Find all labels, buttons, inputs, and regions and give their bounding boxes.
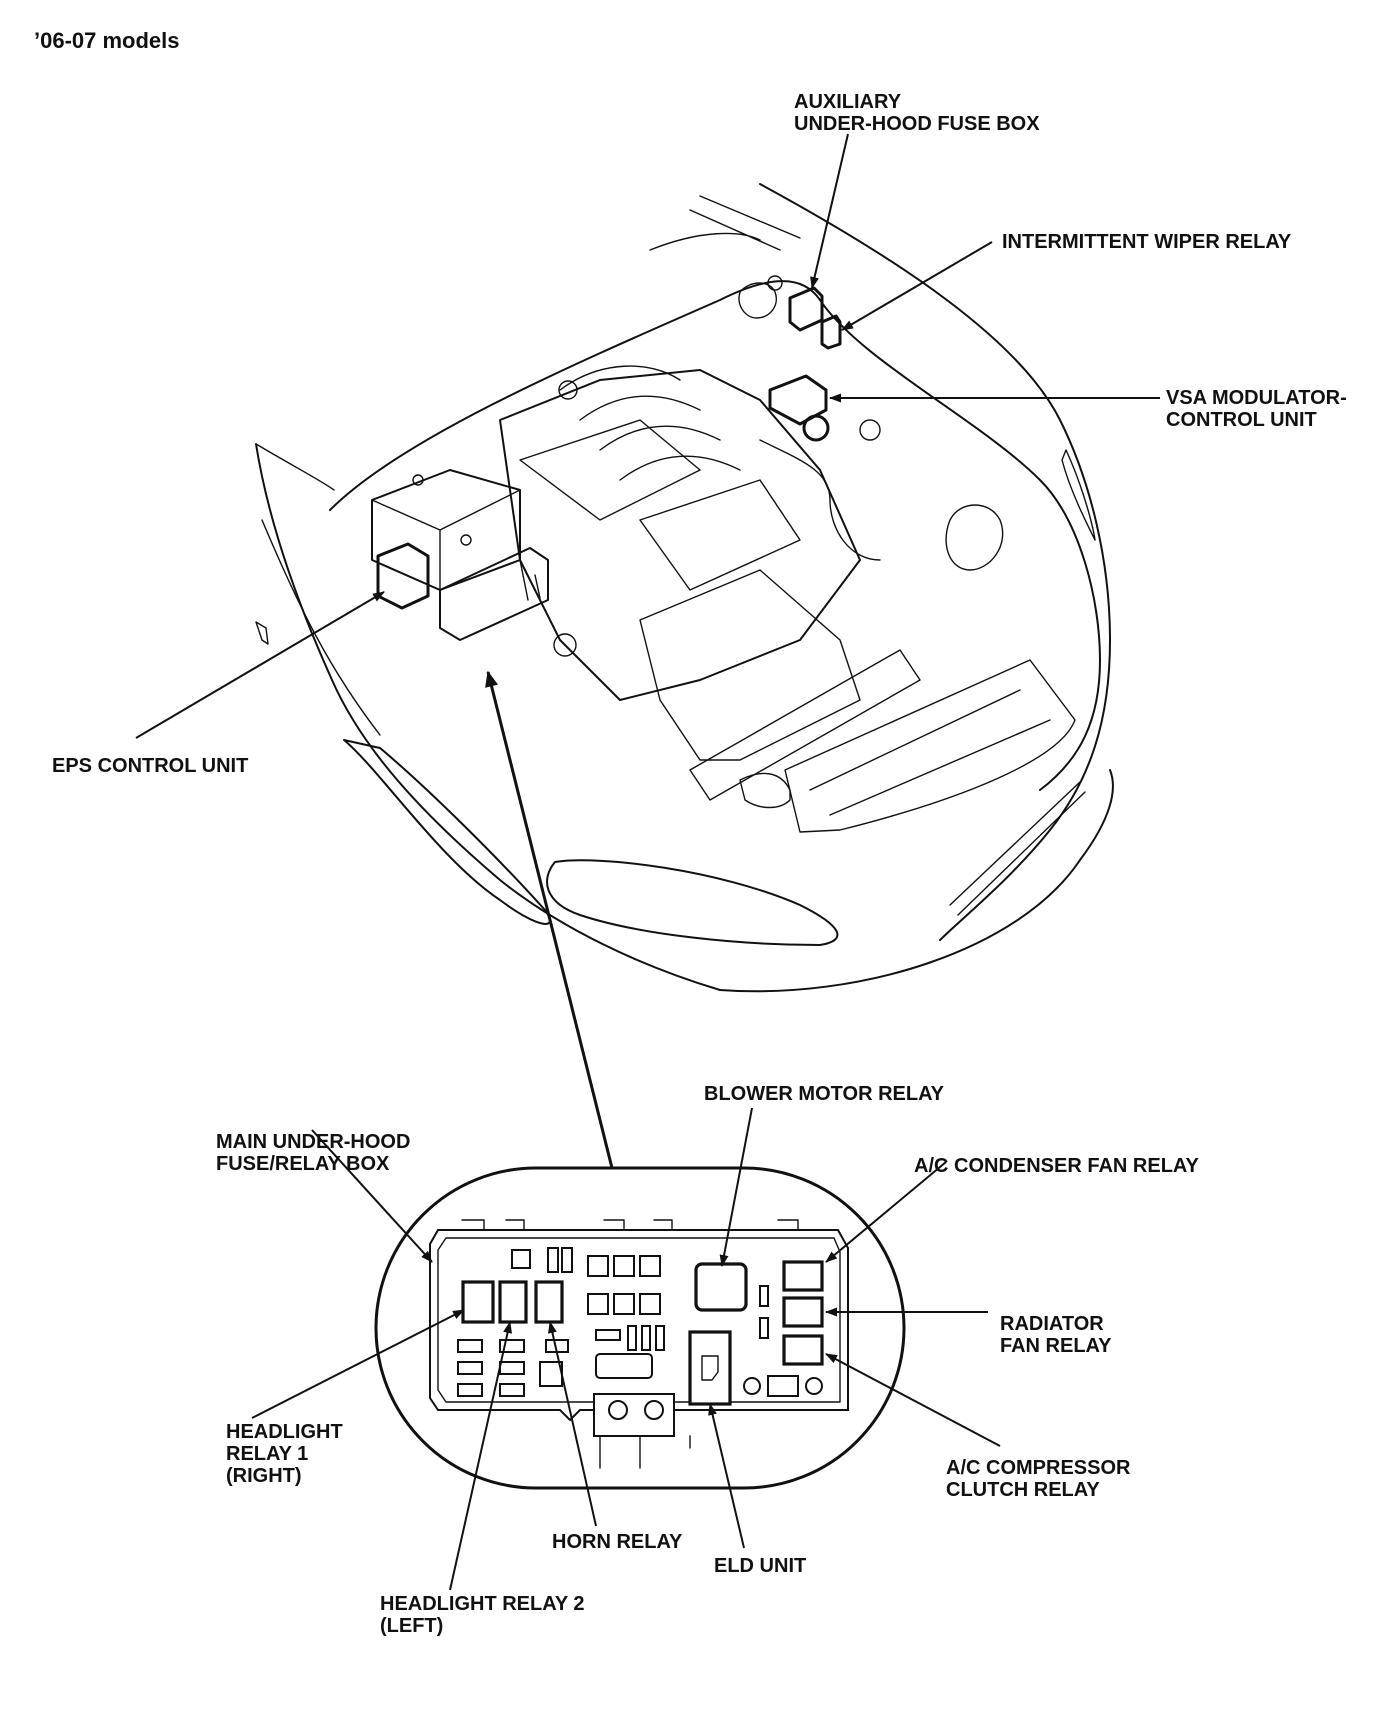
ac-compressor-leader xyxy=(825,1353,1001,1447)
label-eld: ELD UNIT xyxy=(714,1555,806,1577)
battery-top xyxy=(371,489,521,591)
ac-condenser-leader xyxy=(825,1161,947,1263)
eps-leader xyxy=(135,591,385,739)
engine-bay-rim xyxy=(329,280,1101,791)
detail-inset-frame xyxy=(374,1166,906,1490)
left-fender-outline xyxy=(255,443,721,991)
eps-control-unit-shape xyxy=(376,542,430,610)
ac-condenser-fan-relay xyxy=(782,1260,824,1292)
bottom-connector xyxy=(743,1375,823,1397)
right-headlamp-outline xyxy=(546,859,839,946)
horn-leader xyxy=(548,1321,597,1527)
eld-leader xyxy=(708,1403,745,1549)
right-fender-edge-trim xyxy=(949,781,1086,916)
coolant-hose xyxy=(759,439,881,561)
headlight1-leader xyxy=(251,1309,465,1419)
main-box-leader xyxy=(311,1129,433,1263)
aux-fuse-box-shape xyxy=(788,286,824,332)
cowl-line xyxy=(649,195,801,251)
battery xyxy=(371,469,521,591)
strut-tower-right xyxy=(859,419,881,441)
wiper-relay-shape xyxy=(820,314,842,350)
grille-opening xyxy=(784,659,1076,833)
page-title: ’06-07 models xyxy=(34,28,180,53)
label-aux-box: AUXILIARY UNDER-HOOD FUSE BOX xyxy=(794,91,1040,135)
headlight2-leader xyxy=(449,1321,512,1591)
radiator-fan-relay xyxy=(782,1296,824,1328)
right-side-marker xyxy=(1061,449,1096,541)
vsa-unit-connector xyxy=(802,414,830,442)
fuse-box-detail xyxy=(374,1166,906,1490)
label-horn: HORN RELAY xyxy=(552,1531,683,1553)
valve-cover xyxy=(519,419,801,591)
headlight-relay-2 xyxy=(498,1280,528,1324)
box-tabs xyxy=(461,1219,799,1231)
battery-terminal-pos xyxy=(412,474,424,486)
headlight-relay-1 xyxy=(461,1280,495,1324)
label-eps: EPS CONTROL UNIT xyxy=(52,755,248,777)
label-blower: BLOWER MOTOR RELAY xyxy=(704,1083,945,1105)
car-illustration xyxy=(255,183,1114,993)
main-box-pointer xyxy=(485,670,614,1169)
blower-leader xyxy=(719,1107,753,1267)
side-marker xyxy=(255,621,269,645)
eld-unit xyxy=(688,1330,732,1406)
right-fender-outline xyxy=(759,183,1111,941)
eld-unit-connector xyxy=(701,1355,719,1381)
strut-bolt-front xyxy=(553,633,577,657)
engine-block xyxy=(499,369,861,701)
label-vsa: VSA MODULATOR- CONTROL UNIT xyxy=(1166,387,1352,431)
battery-terminals xyxy=(593,1393,691,1469)
mini-fuses-left xyxy=(457,1339,569,1397)
aux-box-leader xyxy=(810,133,849,289)
intake-manifold-runners xyxy=(559,365,741,481)
labels: AUXILIARY UNDER-HOOD FUSE BOX INTERMITTE… xyxy=(52,91,1352,1637)
inset-leaders xyxy=(251,1107,1001,1591)
reservoir-cap xyxy=(767,275,783,291)
grille-inner xyxy=(809,689,1051,816)
ac-compressor-clutch-relay xyxy=(782,1334,824,1366)
radiator-support xyxy=(689,649,921,801)
label-headlight2: HEADLIGHT RELAY 2 (LEFT) xyxy=(380,1593,590,1637)
vsa-unit-shape xyxy=(768,374,828,426)
air-box xyxy=(639,569,861,761)
main-fuse-box-in-bay xyxy=(439,547,549,641)
strut-tower-left xyxy=(558,380,578,400)
blower-motor-relay xyxy=(694,1262,748,1312)
label-wiper-relay: INTERMITTENT WIPER RELAY xyxy=(1002,231,1292,253)
label-ac-condenser: A/C CONDENSER FAN RELAY xyxy=(914,1155,1200,1177)
a-pillar-left xyxy=(255,443,335,491)
brake-reservoir xyxy=(738,282,777,319)
left-fender-crease xyxy=(261,519,381,736)
wiper-relay-leader xyxy=(841,241,993,331)
label-main-box: MAIN UNDER-HOOD FUSE/RELAY BOX xyxy=(216,1131,416,1175)
label-radiator: RADIATOR FAN RELAY xyxy=(1000,1313,1112,1357)
label-headlight1: HEADLIGHT RELAY 1 (RIGHT) xyxy=(226,1421,348,1487)
upper-small-fuses xyxy=(511,1247,769,1379)
left-headlamp-outline xyxy=(343,739,551,925)
label-ac-compressor: A/C COMPRESSOR CLUTCH RELAY xyxy=(946,1457,1136,1501)
washer-reservoir xyxy=(945,504,1004,571)
front-bumper-lower xyxy=(719,769,1114,993)
main-fuse-box-lid-split xyxy=(519,559,541,601)
horn-relay xyxy=(534,1280,564,1324)
battery-terminal-neg xyxy=(460,534,472,546)
front-crossmember xyxy=(739,772,791,809)
car-leaders xyxy=(135,133,1160,1169)
